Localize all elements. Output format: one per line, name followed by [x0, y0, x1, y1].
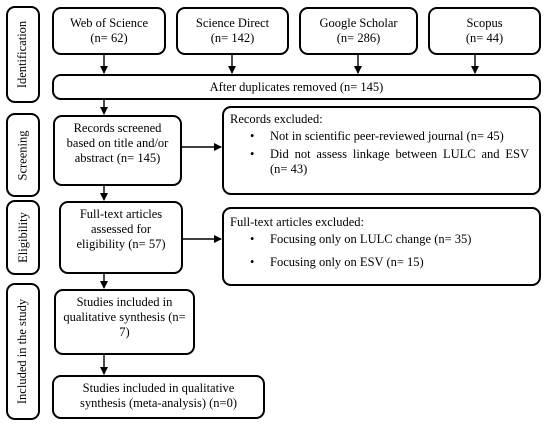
- meta-analysis-text: Studies included in qualitative synthesi…: [79, 381, 237, 410]
- screened-box: Records screened based on title and/or a…: [53, 115, 182, 186]
- source-name: Web of Science: [69, 16, 149, 30]
- source-count: (n= 44): [465, 31, 504, 45]
- source-web-of-science: Web of Science (n= 62): [52, 7, 166, 55]
- stage-identification-label: Identification: [15, 20, 30, 89]
- source-count: (n= 286): [336, 31, 381, 45]
- screened-text: Records screened based on title and/or a…: [66, 121, 169, 165]
- list-item: • Not in scientific peer-reviewed journa…: [230, 129, 529, 144]
- fulltext-excluded-title: Full-text articles excluded:: [230, 215, 364, 229]
- stage-included-label: Included in the study: [15, 298, 30, 405]
- records-excluded-title: Records excluded:: [230, 112, 323, 126]
- qualitative-box: Studies included in qualitative synthesi…: [54, 289, 195, 355]
- fulltext-excluded-box: Full-text articles excluded: • Focusing …: [222, 207, 541, 286]
- list-item: • Focusing only on ESV (n= 15): [230, 255, 529, 270]
- stage-identification: Identification: [6, 6, 40, 103]
- stage-screening-label: Screening: [15, 130, 30, 180]
- source-name: Science Direct: [195, 16, 270, 30]
- dedup-text: After duplicates removed (n= 145): [209, 80, 384, 94]
- list-item: • Did not assess linkage between LULC an…: [230, 147, 529, 177]
- meta-analysis-box: Studies included in qualitative synthesi…: [52, 375, 265, 419]
- list-item-text: Focusing only on LULC change (n= 35): [270, 232, 472, 246]
- dedup-box: After duplicates removed (n= 145): [52, 74, 541, 100]
- records-excluded-list: • Not in scientific peer-reviewed journa…: [230, 129, 529, 177]
- list-item-text: Did not assess linkage between LULC and …: [270, 147, 529, 176]
- list-item: • Focusing only on LULC change (n= 35): [230, 232, 529, 247]
- fulltext-excluded-list: • Focusing only on LULC change (n= 35) •…: [230, 232, 529, 270]
- list-item-text: Not in scientific peer-reviewed journal …: [270, 129, 504, 143]
- bullet-icon: •: [250, 147, 255, 161]
- bullet-icon: •: [250, 232, 255, 246]
- stage-eligibility-label: Eligibility: [15, 212, 30, 263]
- fulltext-text: Full-text articles assessed for eligibil…: [76, 207, 166, 251]
- source-scopus: Scopus (n= 44): [428, 7, 541, 55]
- stage-eligibility: Eligibility: [6, 200, 40, 275]
- source-google-scholar: Google Scholar (n= 286): [299, 7, 418, 55]
- bullet-icon: •: [250, 129, 255, 143]
- stage-included: Included in the study: [6, 283, 40, 420]
- source-count: (n= 142): [210, 31, 255, 45]
- source-name: Google Scholar: [319, 16, 398, 30]
- source-science-direct: Science Direct (n= 142): [176, 7, 289, 55]
- fulltext-box: Full-text articles assessed for eligibil…: [59, 201, 183, 274]
- list-item-text: Focusing only on ESV (n= 15): [270, 255, 424, 269]
- stage-screening: Screening: [6, 113, 40, 197]
- qualitative-text: Studies included in qualitative synthesi…: [63, 295, 186, 339]
- records-excluded-box: Records excluded: • Not in scientific pe…: [222, 106, 541, 195]
- source-count: (n= 62): [90, 31, 128, 45]
- source-name: Scopus: [466, 16, 503, 30]
- bullet-icon: •: [250, 255, 255, 269]
